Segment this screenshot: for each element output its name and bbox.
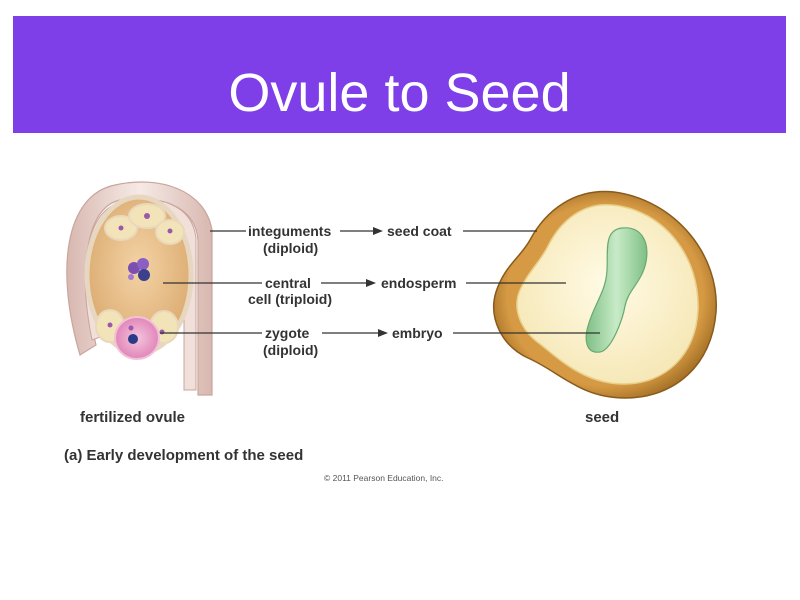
- label-endosperm: endosperm: [381, 275, 456, 291]
- antipodal-cells: [104, 203, 185, 245]
- label-fertilized-ovule: fertilized ovule: [80, 409, 185, 426]
- slide-title: Ovule to Seed: [228, 63, 571, 123]
- seed-illustration: [493, 190, 717, 399]
- label-zygote-ploidy: (diploid): [263, 342, 318, 358]
- label-central: central: [265, 275, 311, 291]
- label-integuments-ploidy: (diploid): [263, 240, 318, 256]
- figure-caption: (a) Early development of the seed: [64, 447, 303, 464]
- label-seed: seed: [585, 409, 619, 426]
- diagram-labels: integuments (diploid) seed coat central …: [64, 223, 619, 483]
- embryo: [585, 227, 648, 353]
- leader-lines: [160, 227, 600, 337]
- label-embryo: embryo: [392, 325, 443, 341]
- label-central-cell: cell (triploid): [248, 291, 332, 307]
- title-bar: Ovule to Seed: [13, 16, 786, 133]
- central-cell-nuclei: [128, 258, 150, 281]
- label-zygote: zygote: [265, 325, 310, 341]
- label-seed-coat: seed coat: [387, 223, 452, 239]
- fertilized-ovule-illustration: [66, 181, 213, 396]
- copyright-notice: © 2011 Pearson Education, Inc.: [324, 473, 444, 483]
- label-integuments: integuments: [248, 223, 331, 239]
